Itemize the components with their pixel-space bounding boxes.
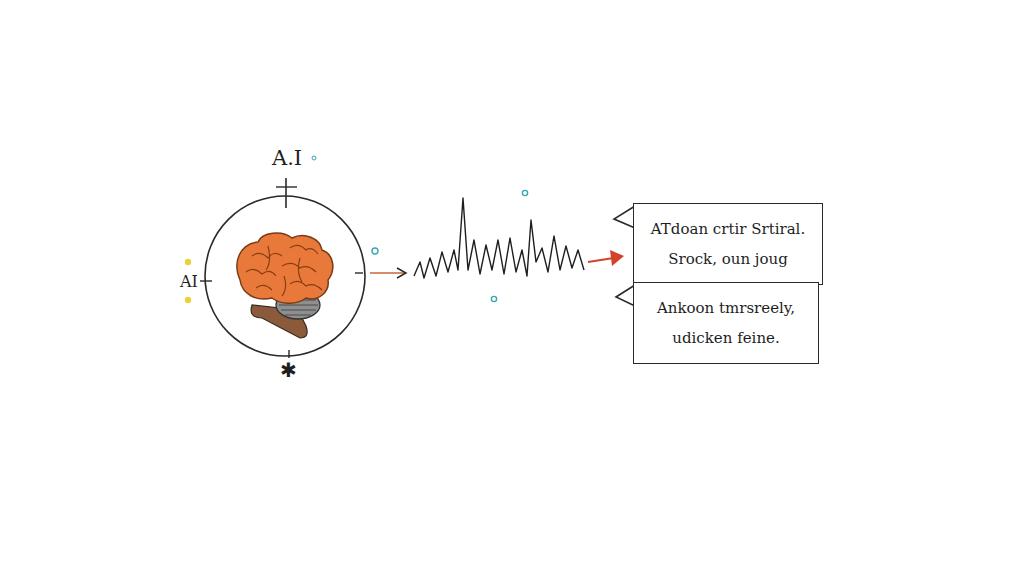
annotation-label: A.I <box>272 146 302 170</box>
dot <box>185 297 191 303</box>
dot <box>185 259 191 265</box>
dot <box>372 248 378 254</box>
dot <box>312 156 316 160</box>
arrow-head <box>397 268 406 278</box>
arrow <box>370 272 404 274</box>
box-text: ATdoan crtir Srtiral. Srock, oun joug <box>646 214 810 274</box>
tick <box>288 350 289 358</box>
waveform <box>414 198 584 278</box>
text-box: ATdoan crtir Srtiral. Srock, oun joug <box>633 203 823 285</box>
box-text: Ankoon tmrsreely, udicken feine. <box>646 293 806 353</box>
brain-drawing <box>237 233 333 338</box>
tick <box>285 178 287 208</box>
tick <box>276 186 297 187</box>
annotation-label: ✱ <box>280 358 297 382</box>
dot <box>491 296 496 301</box>
arrow-head <box>610 250 624 266</box>
callout-tail <box>614 206 635 228</box>
tick <box>355 272 363 273</box>
annotation-label: AI <box>180 272 198 291</box>
tick <box>200 280 212 281</box>
text-box: Ankoon tmrsreely, udicken feine. <box>633 282 819 364</box>
dot <box>522 190 527 195</box>
ring <box>205 196 365 356</box>
